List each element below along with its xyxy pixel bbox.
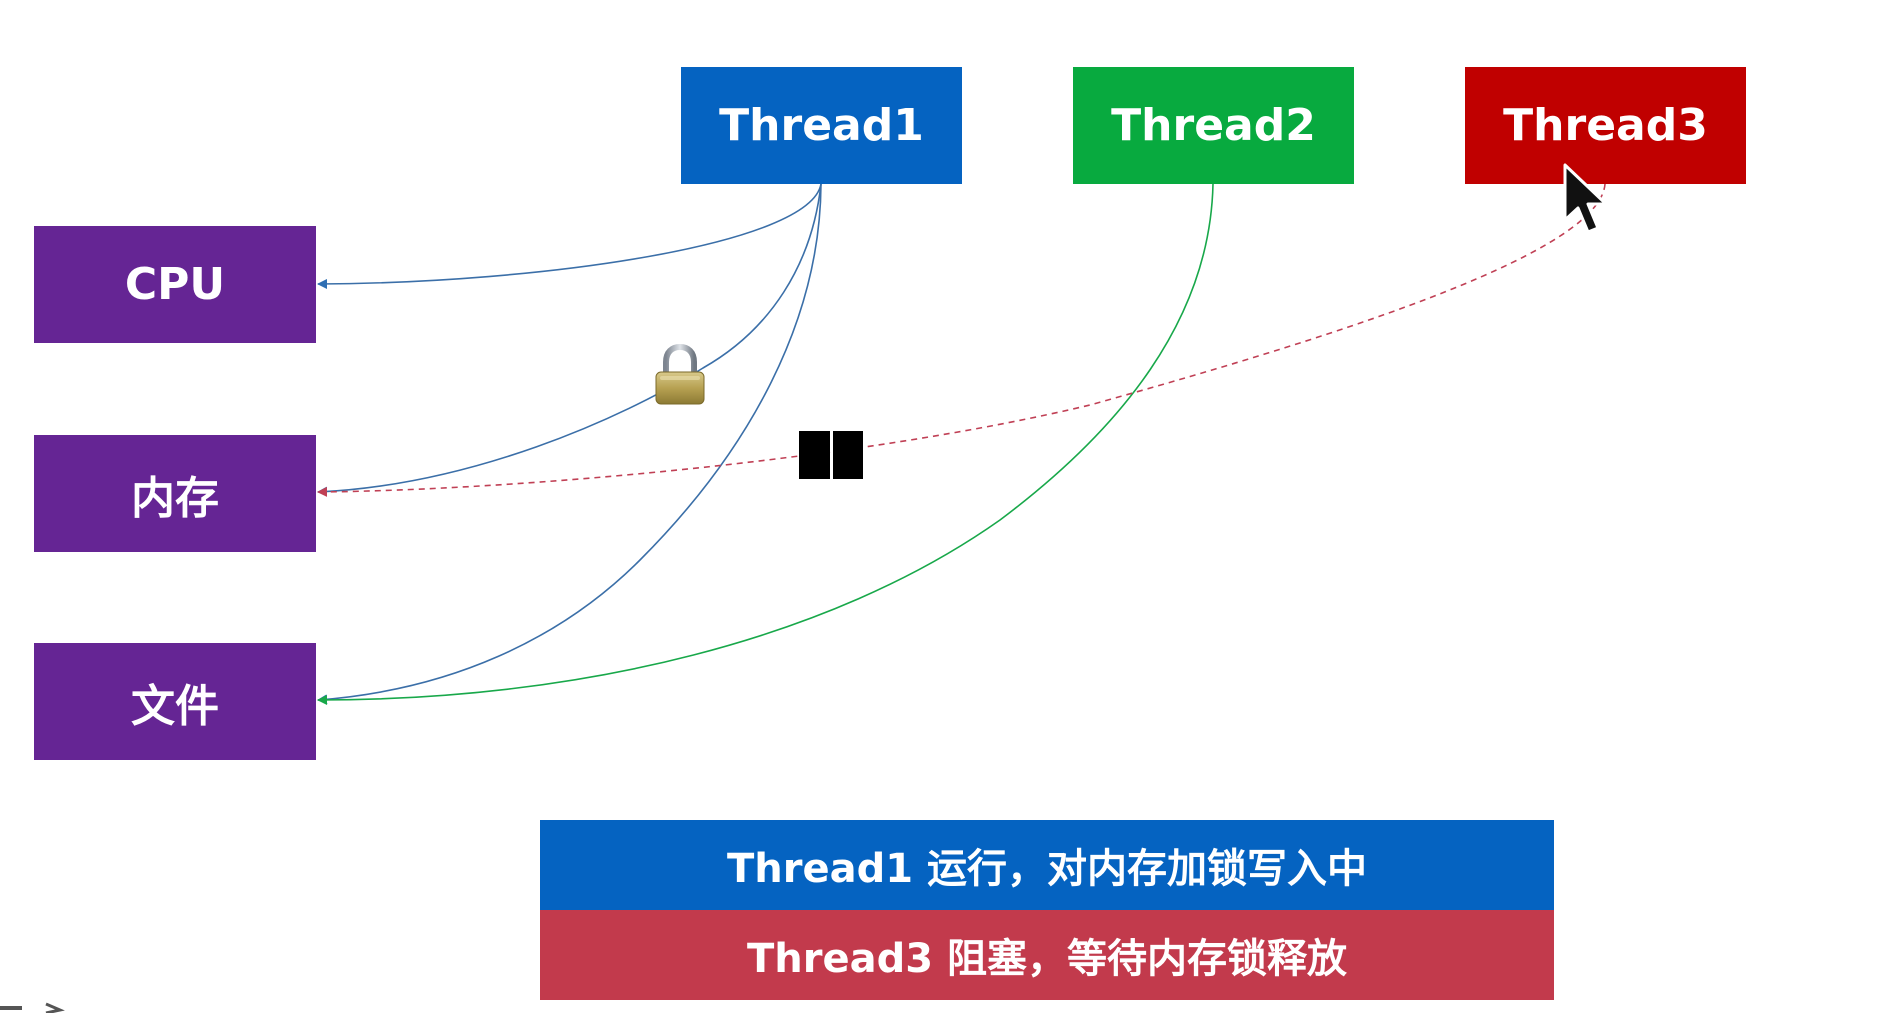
thread3-box: Thread3 xyxy=(1465,67,1746,184)
memory-resource-box: 内存 xyxy=(34,435,316,552)
status-thread3-blocked: Thread3 阻塞，等待内存锁释放 xyxy=(540,910,1554,1000)
mouse-pointer-icon xyxy=(1563,163,1608,234)
status-thread1-running: Thread1 运行，对内存加锁写入中 xyxy=(540,820,1554,910)
thread2-to-file-line xyxy=(317,183,1214,705)
thread3-to-memory-dashed-line xyxy=(317,183,1606,497)
thread2-box: Thread2 xyxy=(1073,67,1354,184)
cpu-resource-box: CPU xyxy=(34,226,316,343)
thread1-to-memory-line xyxy=(317,183,822,497)
thread1-to-file-line xyxy=(317,183,822,705)
thread1-box: Thread1 xyxy=(681,67,962,184)
blocked-square-icon xyxy=(799,431,863,479)
thread1-to-cpu-line xyxy=(317,183,822,289)
padlock-icon xyxy=(655,344,705,405)
file-resource-box: 文件 xyxy=(34,643,316,760)
corner-arrow-icon xyxy=(0,1002,65,1013)
